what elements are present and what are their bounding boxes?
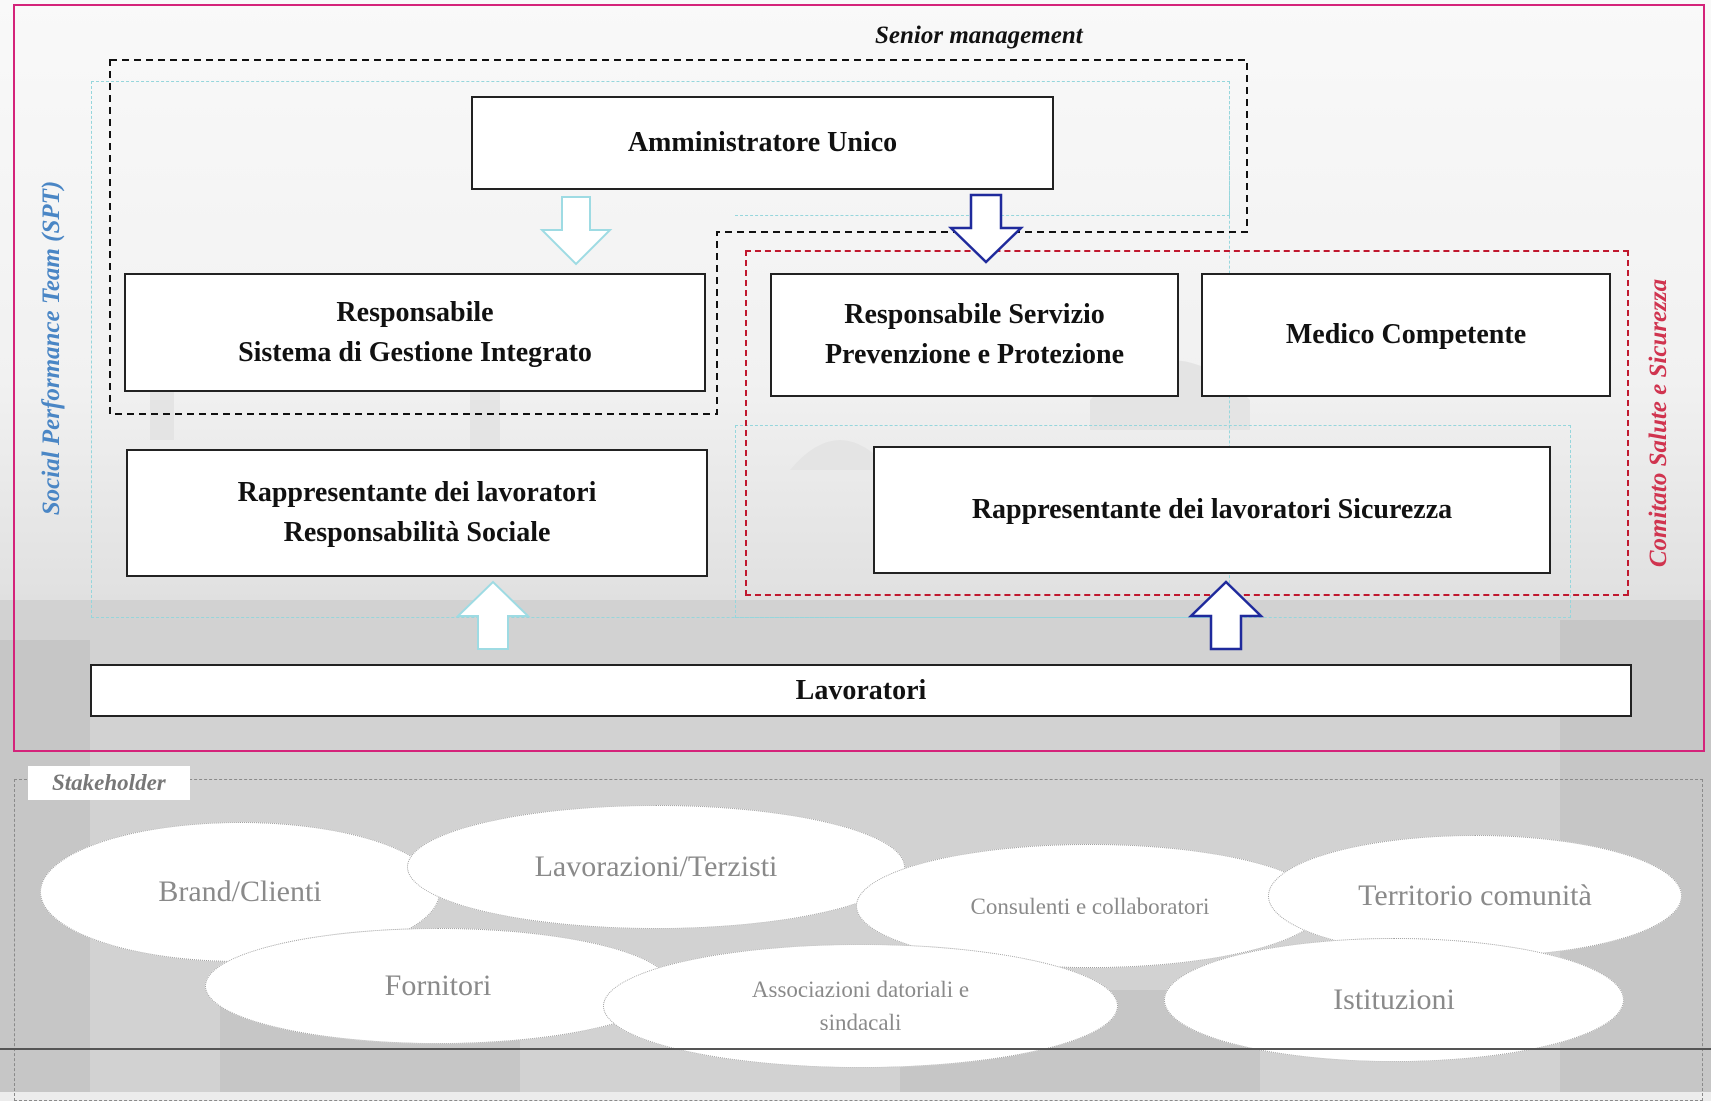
rspp-line1: Responsabile Servizio xyxy=(844,299,1105,330)
territorio-comunita-label: Territorio comunità xyxy=(1358,879,1592,912)
rls-label: Rappresentante dei lavoratori Sicurezza xyxy=(971,494,1453,525)
arrow-down-navy-icon xyxy=(947,193,1025,264)
stakeholder-label: Stakeholder xyxy=(28,766,190,800)
rspp-line2: Prevenzione e Protezione xyxy=(824,339,1125,370)
oval-territorio-comunita: Territorio comunità xyxy=(1268,835,1682,957)
rspp-box: Responsabile Servizio Prevenzione e Prot… xyxy=(770,273,1179,397)
lavorazioni-terzisti-label: Lavorazioni/Terzisti xyxy=(534,850,778,883)
oval-fornitori: Fornitori xyxy=(205,928,671,1044)
lavoratori-box: Lavoratori xyxy=(90,664,1632,717)
lavoratori-label: Lavoratori xyxy=(795,674,927,706)
medico-competente-label: Medico Competente xyxy=(1285,319,1527,350)
oval-lavorazioni-terzisti: Lavorazioni/Terzisti xyxy=(407,805,905,929)
associazioni-line2: sindacali xyxy=(819,1010,902,1035)
outer-frame xyxy=(13,4,1705,752)
rl-sociale-line1: Rappresentante dei lavoratori xyxy=(237,477,597,508)
associazioni-line1: Associazioni datoriali e xyxy=(751,977,970,1002)
medico-competente-box: Medico Competente xyxy=(1201,273,1611,397)
amministratore-unico-label: Amministratore Unico xyxy=(627,127,898,158)
spt-frame-rls xyxy=(735,425,1571,618)
comitato-label: Comitato Salute e Sicurezza xyxy=(1645,278,1672,568)
arrow-down-light-icon xyxy=(539,196,613,266)
oval-associazioni: Associazioni datoriali e sindacali xyxy=(603,944,1118,1068)
arrow-up-light-icon xyxy=(455,580,531,650)
arrow-up-navy-icon xyxy=(1187,580,1265,651)
rl-responsabilita-sociale-box: Rappresentante dei lavoratori Responsabi… xyxy=(126,449,708,577)
comitato-frame xyxy=(745,250,1629,596)
spt-label: Social Performance Team (SPT) xyxy=(38,180,65,516)
consulenti-label: Consulenti e collaboratori xyxy=(970,893,1210,919)
brand-clienti-label: Brand/Clienti xyxy=(158,875,322,908)
rls-box: Rappresentante dei lavoratori Sicurezza xyxy=(873,446,1551,574)
senior-management-label: Senior management xyxy=(875,22,1083,49)
amministratore-unico-box: Amministratore Unico xyxy=(471,96,1054,190)
responsabile-sgi-line2: Sistema di Gestione Integrato xyxy=(238,336,592,368)
responsabile-sgi-box: Responsabile Sistema di Gestione Integra… xyxy=(124,273,706,392)
bottom-divider xyxy=(0,1048,1711,1050)
fornitori-label: Fornitori xyxy=(384,969,492,1002)
rl-sociale-line2: Responsabilità Sociale xyxy=(283,517,551,548)
oval-istituzioni: Istituzioni xyxy=(1164,938,1624,1062)
istituzioni-label: Istituzioni xyxy=(1333,983,1455,1016)
responsabile-sgi-line1: Responsabile xyxy=(336,296,494,328)
